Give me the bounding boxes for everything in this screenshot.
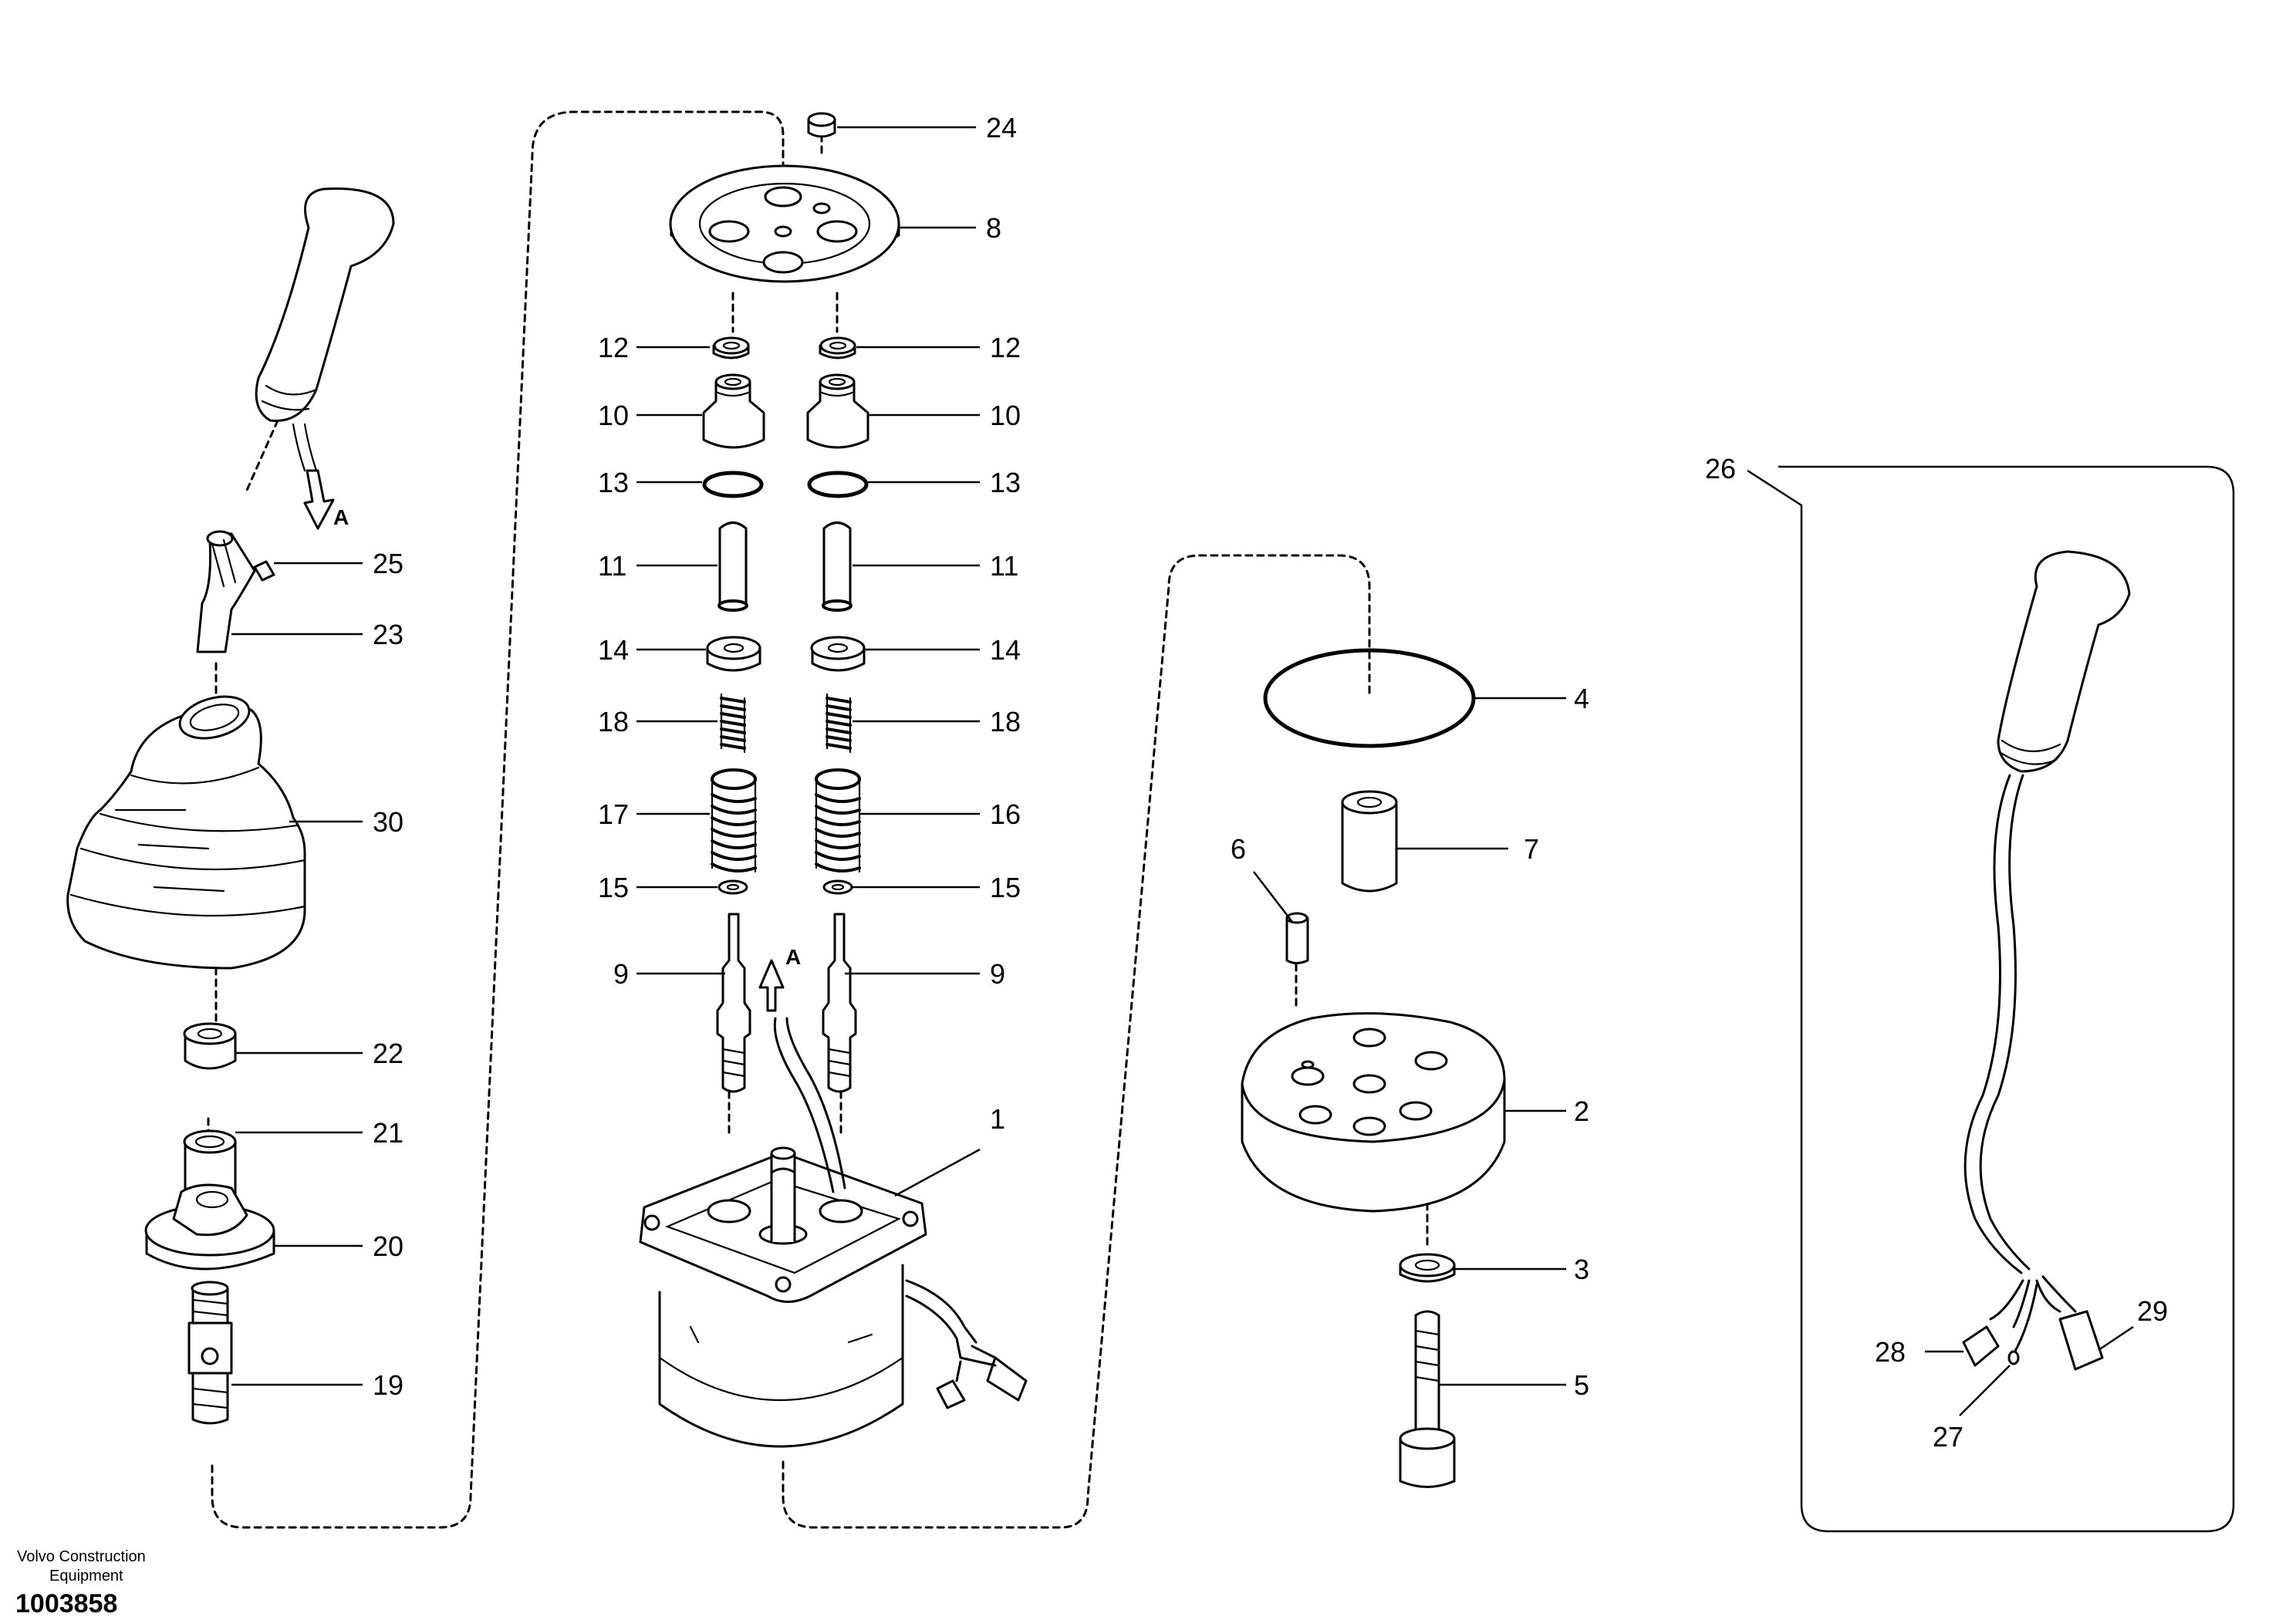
callout-24: 24 xyxy=(986,112,1017,143)
washer-12-right xyxy=(819,336,856,359)
callout-27: 27 xyxy=(1933,1421,1963,1453)
spring-seat-14-left xyxy=(706,636,761,672)
bolt-5 xyxy=(1399,1310,1456,1488)
drawing-number: 1003858 xyxy=(15,1589,118,1618)
washer-12-left xyxy=(712,336,750,359)
callout-12-right: 12 xyxy=(990,332,1021,363)
callout-14-left: 14 xyxy=(598,634,629,666)
spool-9-right xyxy=(822,913,857,1093)
disc-20 xyxy=(144,1183,275,1271)
sleeve-7 xyxy=(1341,790,1398,893)
svg-text:A: A xyxy=(333,505,349,529)
spring-17 xyxy=(711,768,757,873)
callout-1: 1 xyxy=(990,1103,1005,1135)
casing-1 xyxy=(639,1017,1028,1448)
callout-13-right: 13 xyxy=(990,467,1021,498)
block-2 xyxy=(1241,1012,1506,1213)
callout-8: 8 xyxy=(986,212,1001,244)
callout-13-left: 13 xyxy=(598,467,629,498)
spring-18-right xyxy=(826,693,852,754)
pusher-11-left xyxy=(718,521,748,612)
bushing-10-right xyxy=(806,373,869,449)
pin-25 xyxy=(253,560,275,582)
callout-18-right: 18 xyxy=(990,706,1021,737)
brand-name-line1: Volvo Construction xyxy=(17,1548,146,1565)
callout-20: 20 xyxy=(373,1230,403,1262)
pin-6 xyxy=(1285,912,1309,964)
nut-22 xyxy=(183,1022,237,1070)
view-arrow-a-left: A xyxy=(303,469,349,530)
spool-9-left xyxy=(716,913,751,1093)
callout-7: 7 xyxy=(1524,833,1539,865)
spring-seat-14-right xyxy=(810,636,866,672)
spring-16 xyxy=(815,768,861,873)
callout-4: 4 xyxy=(1574,683,1589,714)
detail-box-26 xyxy=(1747,465,2235,1533)
joystick-grip xyxy=(255,187,395,472)
svg-text:A: A xyxy=(785,945,801,969)
callout-11-left: 11 xyxy=(598,550,626,582)
callout-17: 17 xyxy=(598,798,629,830)
washer-15-left xyxy=(718,879,748,895)
universal-joint-19 xyxy=(187,1281,233,1425)
cap-24 xyxy=(807,112,836,138)
bent-tube-23 xyxy=(196,530,256,653)
plate-8 xyxy=(669,164,900,283)
callout-15-left: 15 xyxy=(598,872,629,903)
callout-21: 21 xyxy=(373,1117,403,1149)
o-ring-13-right xyxy=(807,471,869,498)
washer-3 xyxy=(1399,1253,1456,1283)
callout-14-right: 14 xyxy=(990,634,1021,666)
spring-18-left xyxy=(720,693,746,754)
callout-10-left: 10 xyxy=(598,400,629,431)
callout-11-right: 11 xyxy=(990,550,1018,582)
brand-name-line2: Equipment xyxy=(49,1568,123,1585)
joystick-harness-26 xyxy=(1962,550,2131,1371)
bushing-10-left xyxy=(702,373,765,449)
callout-10-right: 10 xyxy=(990,400,1021,431)
callout-5: 5 xyxy=(1574,1369,1589,1401)
callout-18-left: 18 xyxy=(598,706,629,737)
callout-19: 19 xyxy=(373,1369,403,1401)
callout-3: 3 xyxy=(1574,1254,1589,1285)
callout-9-right: 9 xyxy=(990,958,1005,990)
callout-26: 26 xyxy=(1705,453,1736,484)
callout-29: 29 xyxy=(2137,1295,2168,1327)
o-ring-13-left xyxy=(702,471,764,498)
callout-2: 2 xyxy=(1574,1095,1589,1127)
leader-lines xyxy=(231,126,2134,1416)
callout-28: 28 xyxy=(1875,1336,1906,1368)
callout-9-left: 9 xyxy=(613,958,629,990)
rubber-boot-30 xyxy=(66,695,306,970)
callout-12-left: 12 xyxy=(598,332,629,363)
washer-15-right xyxy=(822,879,853,895)
callout-25: 25 xyxy=(373,548,403,579)
callout-22: 22 xyxy=(373,1038,403,1069)
callout-15-right: 15 xyxy=(990,872,1021,903)
callout-6: 6 xyxy=(1231,833,1246,865)
callout-16: 16 xyxy=(990,798,1021,830)
callout-labels: 24 8 12 12 10 10 13 13 11 11 14 14 18 18… xyxy=(373,112,2168,1453)
callout-30: 30 xyxy=(373,806,403,838)
view-arrow-a-center: A xyxy=(758,945,801,1012)
pusher-11-right xyxy=(822,521,853,612)
callout-23: 23 xyxy=(373,619,403,650)
